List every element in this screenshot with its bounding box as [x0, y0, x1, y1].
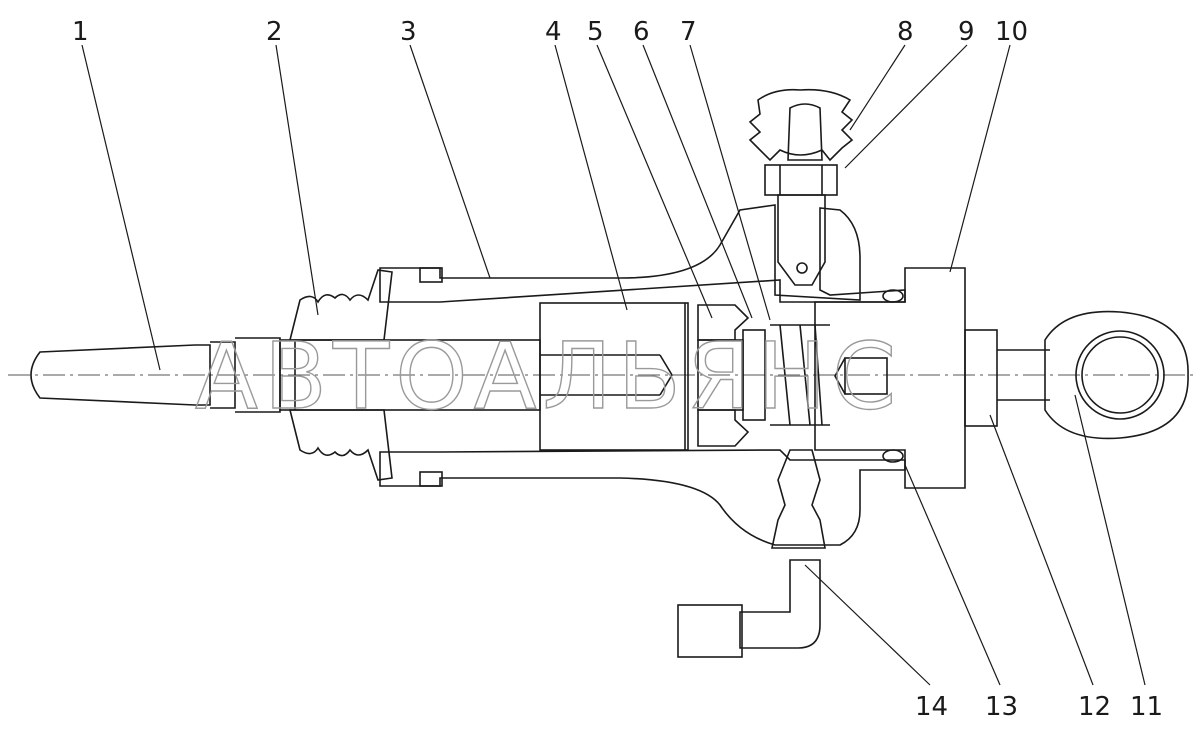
callout-11: 11 [1130, 692, 1163, 722]
callout-labels: 1 2 3 4 5 6 7 8 9 10 11 12 13 14 [72, 17, 1163, 722]
callout-1: 1 [72, 17, 89, 47]
bleeder-valve [748, 88, 854, 286]
callout-6: 6 [633, 17, 650, 47]
piston-seals [697, 304, 766, 447]
return-spring [770, 324, 830, 426]
callout-4: 4 [545, 17, 562, 47]
callout-9: 9 [958, 17, 975, 47]
callout-10: 10 [995, 17, 1028, 47]
watermark: АВТОАЛЬЯНС [195, 323, 902, 430]
callout-12: 12 [1078, 692, 1111, 722]
end-plug [814, 267, 966, 489]
eye-rod [997, 310, 1189, 440]
piston [539, 302, 689, 451]
leader-lines [81, 44, 1146, 686]
callout-13: 13 [985, 692, 1018, 722]
callout-3: 3 [400, 17, 417, 47]
cylinder-body [379, 204, 906, 546]
lock-nut [964, 329, 998, 427]
hose-fitting [677, 449, 826, 658]
callout-14: 14 [915, 692, 948, 722]
callout-7: 7 [680, 17, 697, 47]
callout-8: 8 [897, 17, 914, 47]
rubber-boot [288, 269, 393, 481]
callout-5: 5 [587, 17, 604, 47]
callout-2: 2 [266, 17, 283, 47]
